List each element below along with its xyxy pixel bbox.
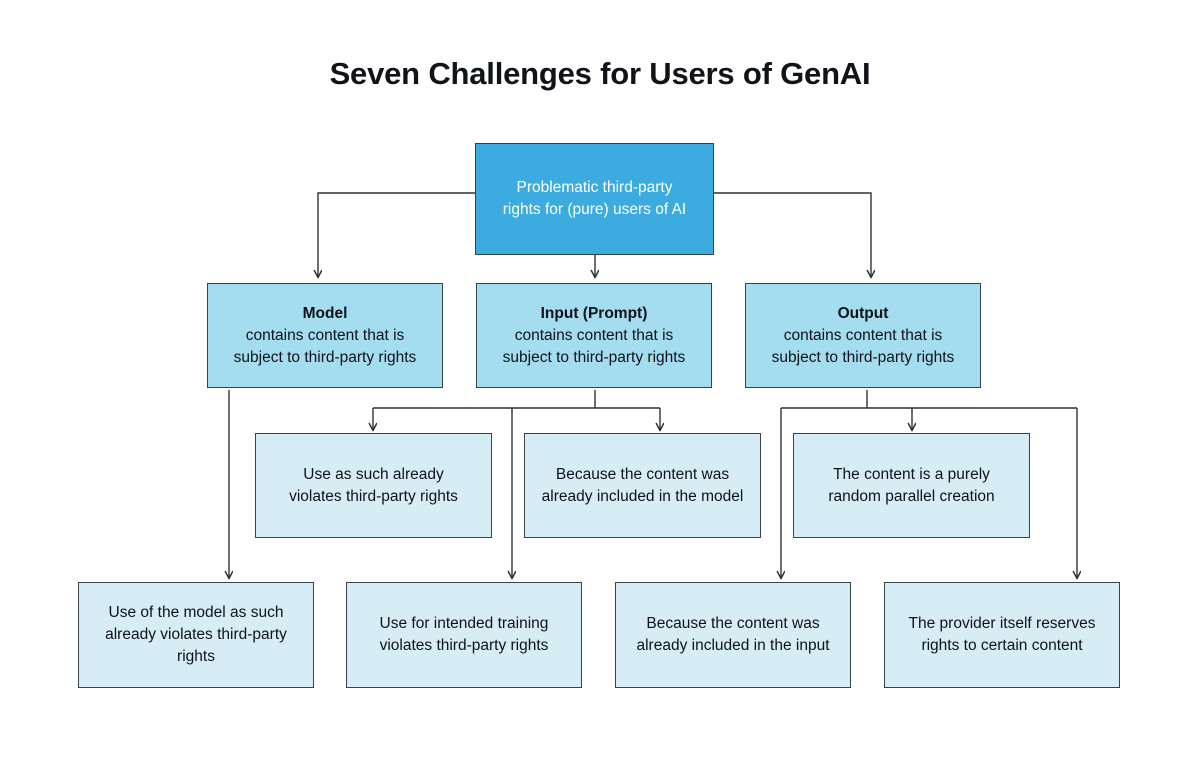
node-model[interactable]: Model contains content that is subject t… <box>207 283 443 388</box>
node-line: already violates third-party <box>105 626 287 643</box>
node-line: Use as such already <box>303 465 444 483</box>
node-title: Input (Prompt) <box>540 304 648 322</box>
node-provider-reserves-rights[interactable]: The provider itself reserves rights to c… <box>884 582 1120 688</box>
node-line: Use for intended training <box>379 615 549 632</box>
node-line: violates third-party rights <box>379 637 549 654</box>
node-line: random parallel creation <box>828 487 995 505</box>
node-output[interactable]: Output contains content that is subject … <box>745 283 981 388</box>
node-content-already-in-model[interactable]: Because the content was already included… <box>524 433 761 538</box>
node-line: Because the content was <box>555 465 730 483</box>
node-line: Use of the model as such <box>108 604 284 621</box>
node-line: rights to certain content <box>921 637 1083 654</box>
node-line: subject to third-party rights <box>233 348 417 366</box>
node-use-as-such-violates[interactable]: Use as such already violates third-party… <box>255 433 492 538</box>
node-line: contains content that is <box>783 326 943 344</box>
edge-root-to-output <box>714 192 871 277</box>
node-use-for-intended-training[interactable]: Use for intended training violates third… <box>346 582 582 688</box>
edge-root-to-model <box>318 192 475 277</box>
node-content-already-in-input[interactable]: Because the content was already included… <box>615 582 851 688</box>
node-line: rights for (pure) users of AI <box>502 201 687 218</box>
node-title: Output <box>837 304 889 322</box>
node-line: contains content that is <box>245 326 405 344</box>
node-random-parallel-creation[interactable]: The content is a purely random parallel … <box>793 433 1030 538</box>
node-use-of-model-violates[interactable]: Use of the model as such already violate… <box>78 582 314 688</box>
node-line: violates third-party rights <box>289 487 458 505</box>
node-line: already included in the model <box>541 487 744 505</box>
node-line: The provider itself reserves <box>908 615 1096 632</box>
node-line: subject to third-party rights <box>771 348 955 366</box>
node-line: rights <box>177 648 215 665</box>
node-problematic-third-party-rights[interactable]: Problematic third-party rights for (pure… <box>475 143 714 255</box>
node-input-prompt[interactable]: Input (Prompt) contains content that is … <box>476 283 712 388</box>
node-line: contains content that is <box>514 326 674 344</box>
node-title: Model <box>302 304 348 322</box>
node-line: already included in the input <box>636 637 830 654</box>
page-title: Seven Challenges for Users of GenAI <box>329 56 871 91</box>
node-line: Because the content was <box>646 615 820 632</box>
node-line: Problematic third-party <box>516 179 673 196</box>
node-line: subject to third-party rights <box>502 348 686 366</box>
node-line: The content is a purely <box>833 465 990 483</box>
